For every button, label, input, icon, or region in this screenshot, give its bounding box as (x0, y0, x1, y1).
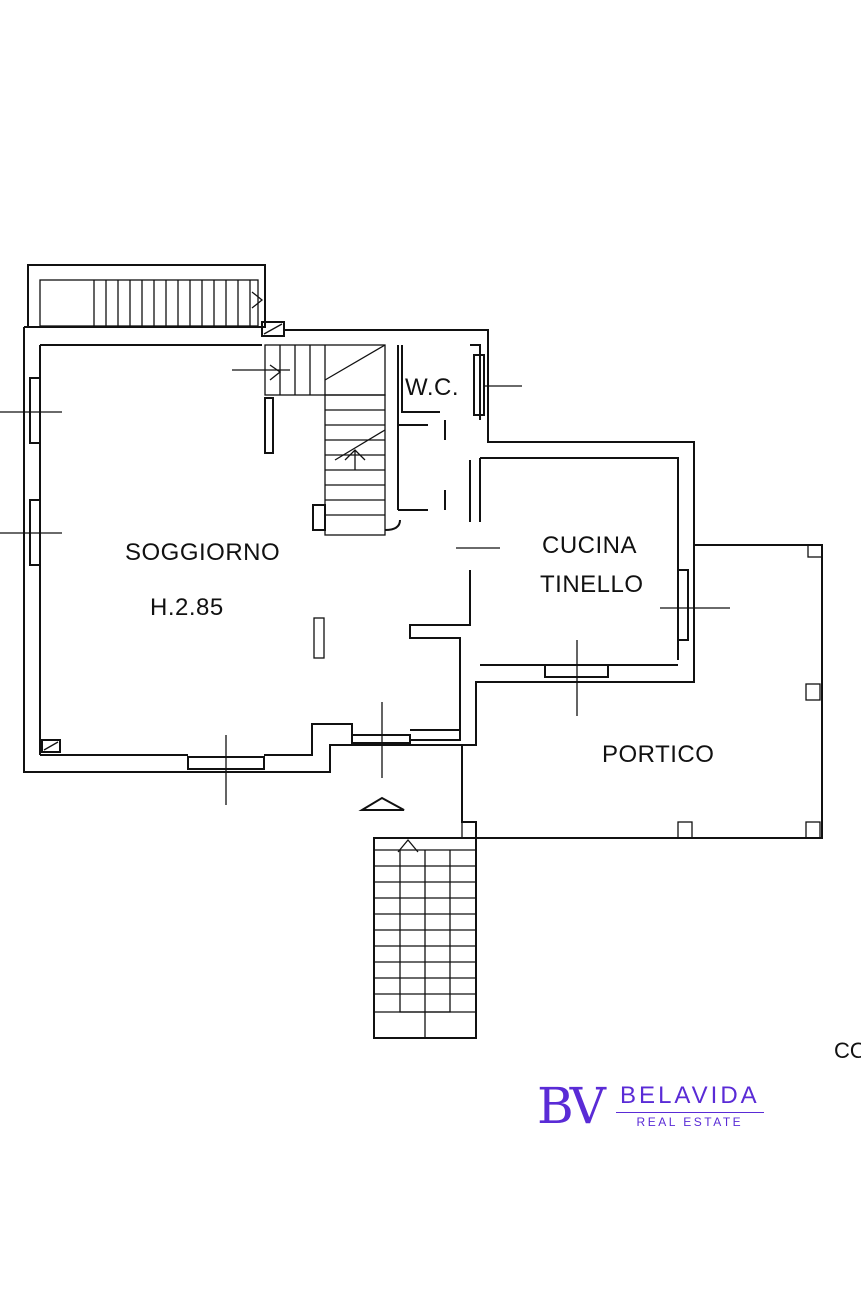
label-tinello: TINELLO (540, 571, 644, 598)
openings (0, 364, 411, 811)
label-height: H.2.85 (150, 594, 224, 621)
belavida-logo: BV BELAVIDA REAL ESTATE (537, 1078, 764, 1134)
logo-words: BELAVIDA REAL ESTATE (615, 1082, 764, 1129)
interior-stair (264, 344, 401, 536)
logo-rule (615, 1112, 764, 1113)
top-stair (27, 264, 285, 337)
cropped-edge-text: CO (834, 1038, 861, 1063)
label-portico: PORTICO (602, 741, 714, 768)
logo-mark: BV (537, 1077, 606, 1135)
logo-brand: BELAVIDA (620, 1082, 760, 1109)
bottom-stair (373, 837, 477, 1039)
label-soggiorno: SOGGIORNO (125, 539, 280, 566)
label-wc: W.C. (405, 374, 459, 401)
cucina-walls (409, 457, 730, 731)
label-cucina: CUCINA (542, 532, 637, 559)
logo-subtitle: REAL ESTATE (636, 1115, 744, 1129)
wc-walls (397, 344, 522, 549)
